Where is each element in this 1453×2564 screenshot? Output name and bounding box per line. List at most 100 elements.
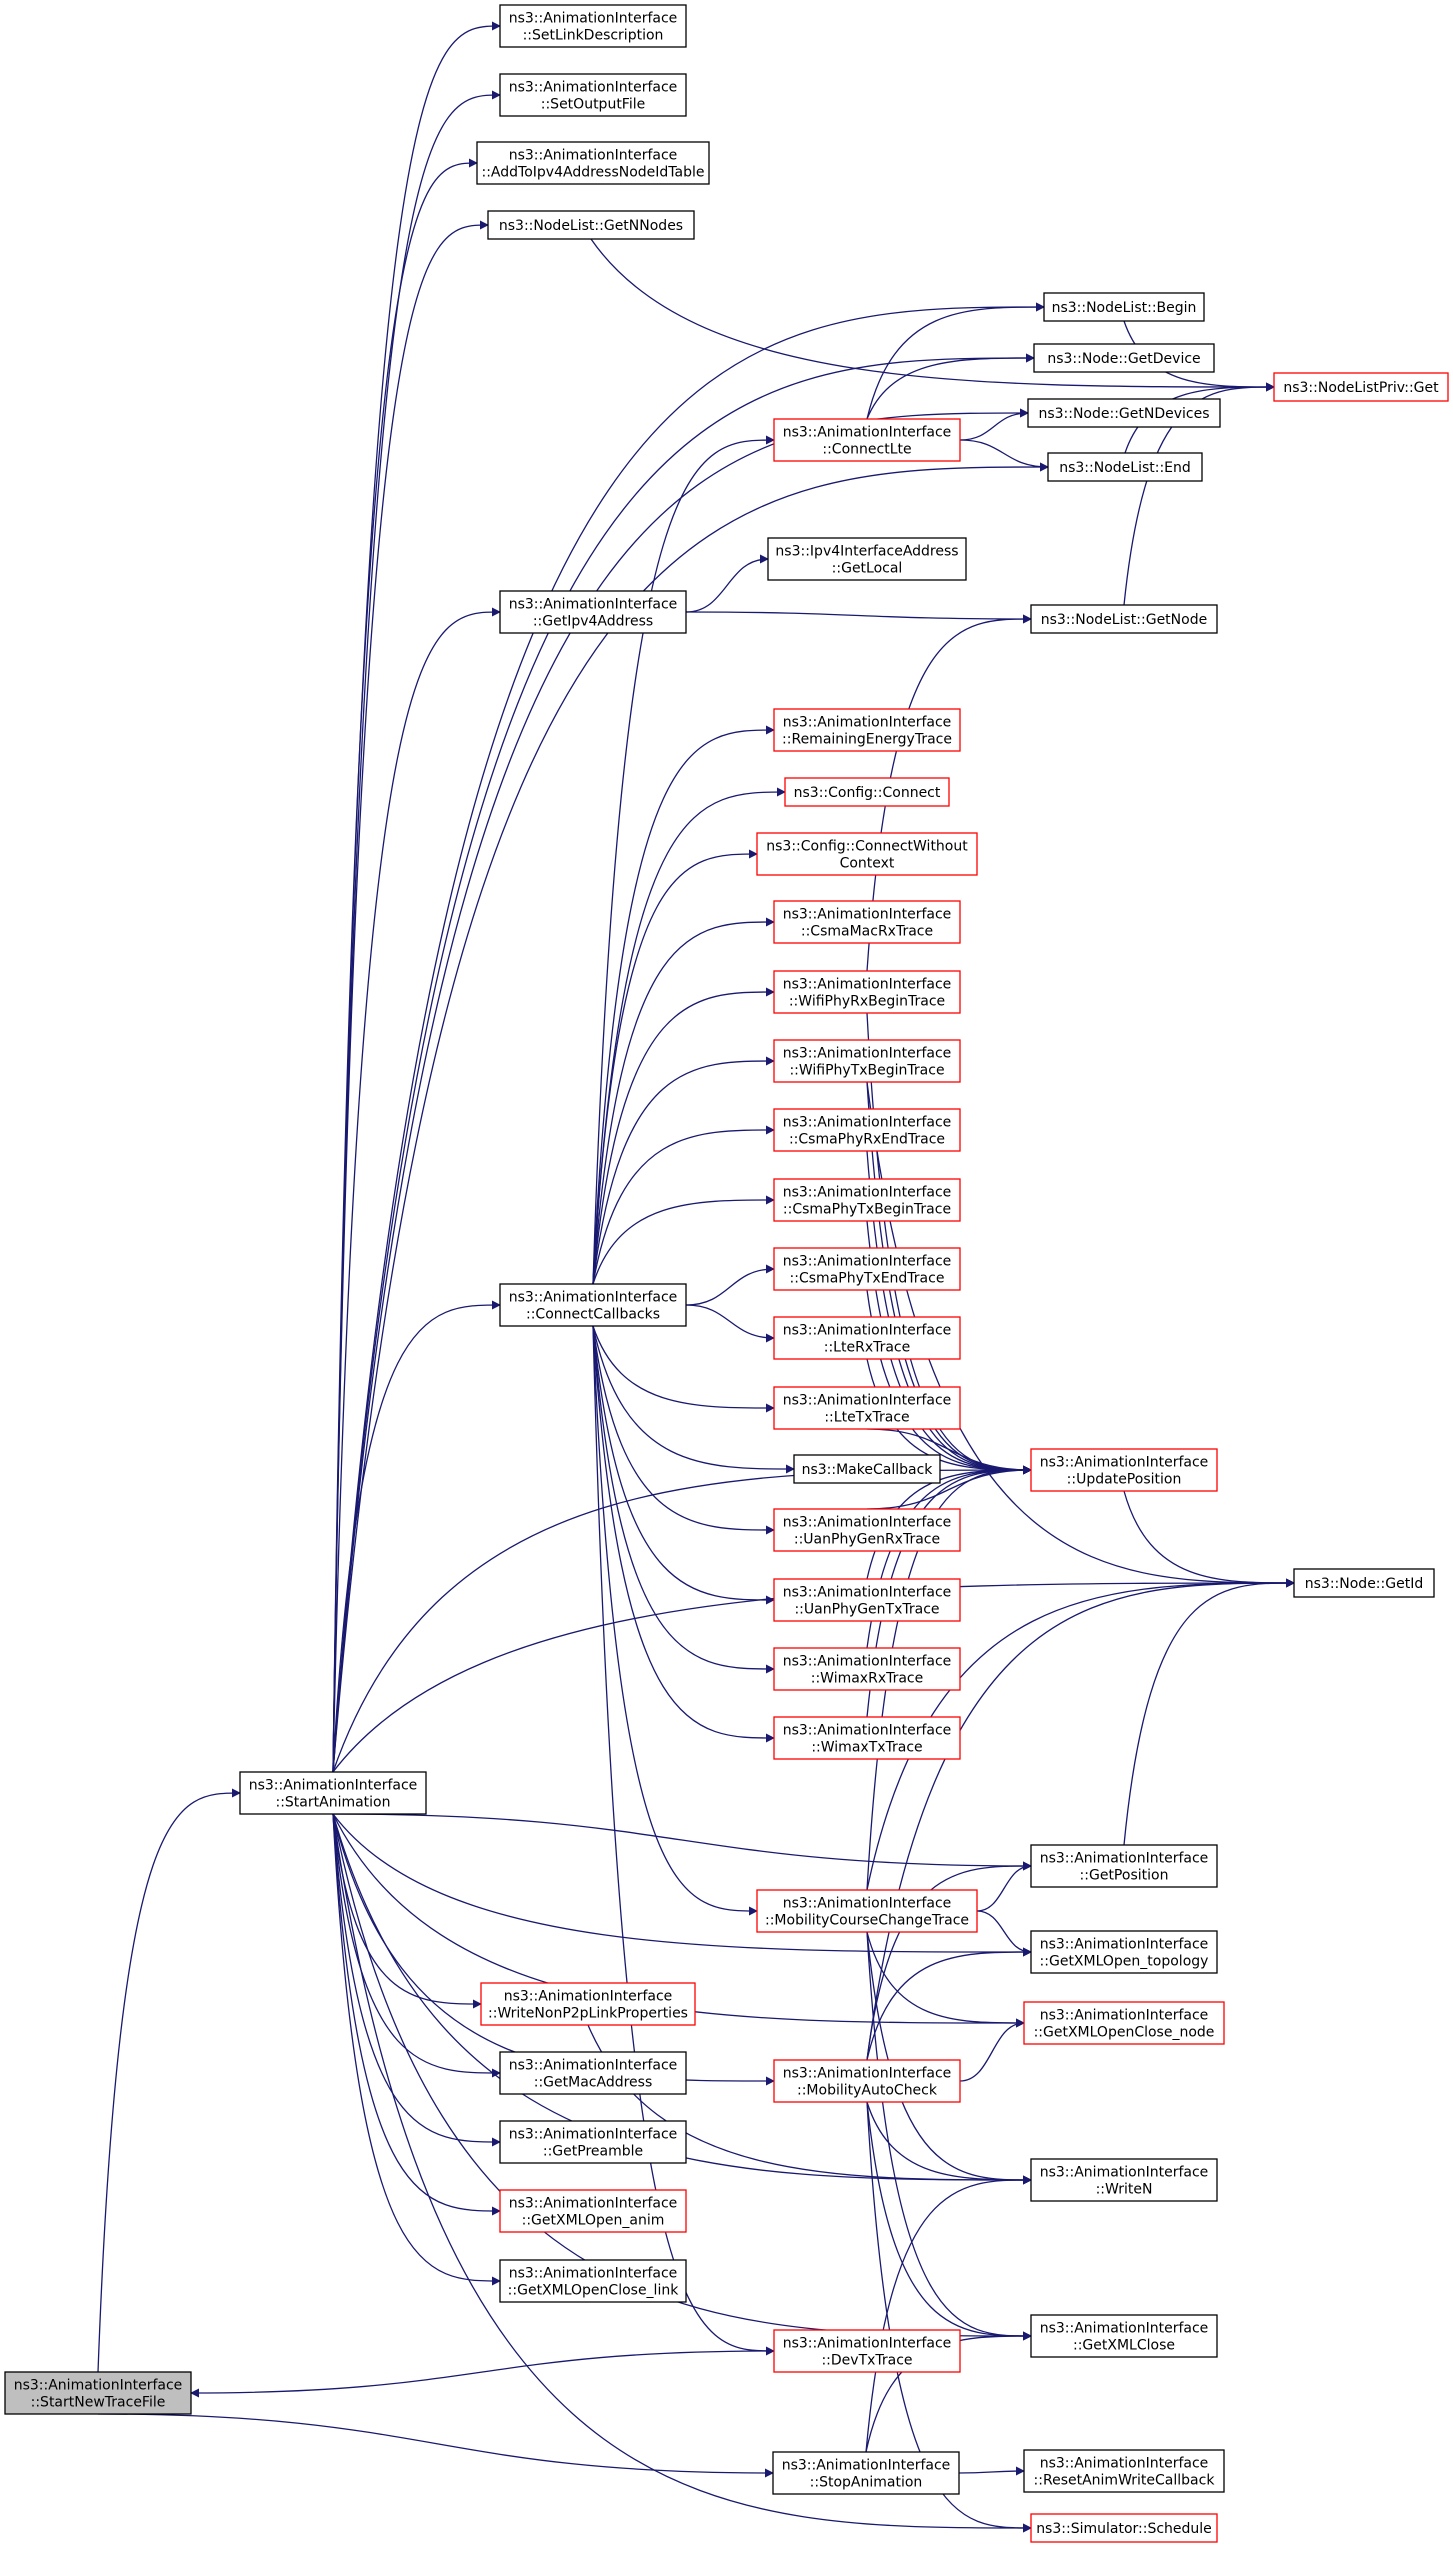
node-uan-phy-gen-tx-trace[interactable]: ns3::AnimationInterface::UanPhyGenTxTrac… [773, 1578, 961, 1622]
edge-get-nnodes-to-node-list-priv-get [590, 238, 1275, 392]
node-csma-phy-tx-end-trace[interactable]: ns3::AnimationInterface::CsmaPhyTxEndTra… [773, 1247, 961, 1291]
edge-start-animation-to-get-ndevices [332, 408, 1029, 1773]
edge-start-animation-to-add-to-ipv4-address-node-id-table [332, 158, 478, 1773]
node-box [773, 1316, 961, 1360]
node-csma-phy-tx-begin-trace[interactable]: ns3::AnimationInterface::CsmaPhyTxBeginT… [773, 1178, 961, 1222]
node-stop-animation[interactable]: ns3::AnimationInterface::StopAnimation [772, 2451, 960, 2495]
node-node-list-begin[interactable]: ns3::NodeList::Begin [1043, 292, 1205, 322]
node-csma-mac-rx-trace[interactable]: ns3::AnimationInterface::CsmaMacRxTrace [773, 900, 961, 944]
node-mobility-course-change-trace[interactable]: ns3::AnimationInterface::MobilityCourseC… [756, 1889, 978, 1933]
node-wifi-phy-rx-begin-trace[interactable]: ns3::AnimationInterface::WifiPhyRxBeginT… [773, 970, 961, 1014]
edge-start-animation-to-get-ipv4-address [332, 607, 501, 1773]
node-box [1273, 372, 1449, 402]
node-connect-callbacks[interactable]: ns3::AnimationInterface::ConnectCallback… [499, 1283, 687, 1327]
node-wimax-tx-trace[interactable]: ns3::AnimationInterface::WimaxTxTrace [773, 1716, 961, 1760]
node-box [499, 2051, 687, 2095]
node-get-xmlopen-close-node[interactable]: ns3::AnimationInterface::GetXMLOpenClose… [1023, 2001, 1225, 2045]
node-node-list-get-node[interactable]: ns3::NodeList::GetNode [1030, 604, 1218, 634]
node-get-mac-address[interactable]: ns3::AnimationInterface::GetMacAddress [499, 2051, 687, 2095]
edge-connect-callbacks-to-lte-tx-trace [592, 1325, 775, 1413]
node-label: ns3::AnimationInterface [509, 11, 678, 27]
node-get-position[interactable]: ns3::AnimationInterface::GetPosition [1030, 1844, 1218, 1888]
node-box [1030, 1844, 1218, 1888]
node-remaining-energy-trace[interactable]: ns3::AnimationInterface::RemainingEnergy… [773, 708, 961, 752]
node-label: ::GetIpv4Address [533, 614, 653, 630]
node-node-get-id[interactable]: ns3::Node::GetId [1293, 1568, 1435, 1598]
edge-connect-callbacks-to-make-callback [592, 1325, 795, 1474]
edge-mobility-course-change-trace-to-get-xmlopen-topology [976, 1910, 1032, 1957]
node-simulator-schedule[interactable]: ns3::Simulator::Schedule [1030, 2513, 1218, 2543]
node-set-output-file[interactable]: ns3::AnimationInterface::SetOutputFile [499, 73, 687, 117]
node-make-callback[interactable]: ns3::MakeCallback [793, 1454, 941, 1484]
node-write-non-p2p-link-properties[interactable]: ns3::AnimationInterface::WriteNonP2pLink… [480, 1982, 696, 2026]
node-dev-tx-trace[interactable]: ns3::AnimationInterface::DevTxTrace [773, 2329, 961, 2373]
node-label: Context [840, 856, 895, 872]
node-box [480, 1982, 696, 2026]
node-set-link-description[interactable]: ns3::AnimationInterface::SetLinkDescript… [499, 4, 687, 48]
edge-start-animation-to-get-device [332, 353, 1035, 1773]
node-box [773, 1247, 961, 1291]
node-reset-anim-write-callback[interactable]: ns3::AnimationInterface::ResetAnimWriteC… [1023, 2449, 1225, 2493]
node-get-xmlopen-close-link[interactable]: ns3::AnimationInterface::GetXMLOpenClose… [499, 2259, 687, 2303]
node-box [1043, 292, 1205, 322]
node-box [1027, 398, 1221, 428]
node-uan-phy-gen-rx-trace[interactable]: ns3::AnimationInterface::UanPhyGenRxTrac… [773, 1508, 961, 1552]
node-label: ::MobilityCourseChangeTrace [765, 1913, 969, 1929]
node-box [1030, 2314, 1218, 2358]
node-get-preamble[interactable]: ns3::AnimationInterface::GetPreamble [499, 2120, 687, 2164]
node-label: ::StartNewTraceFile [31, 2395, 166, 2411]
edge-connect-callbacks-to-config-connect [592, 787, 786, 1285]
node-box [476, 141, 710, 185]
node-lte-tx-trace[interactable]: ns3::AnimationInterface::LteTxTrace [773, 1386, 961, 1430]
node-wimax-rx-trace[interactable]: ns3::AnimationInterface::WimaxRxTrace [773, 1647, 961, 1691]
node-add-to-ipv4-address-node-id-table[interactable]: ns3::AnimationInterface::AddToIpv4Addres… [476, 141, 710, 185]
node-box [499, 2120, 687, 2164]
node-box [773, 708, 961, 752]
node-label: ::CsmaPhyTxEndTrace [790, 1271, 945, 1287]
node-label: ns3::Node::GetDevice [1047, 351, 1200, 367]
edge-lte-tx-trace-to-update-position [866, 1428, 1032, 1475]
node-label: ::WifiPhyRxBeginTrace [789, 994, 945, 1010]
node-start-new-trace-file[interactable]: ns3::AnimationInterface::StartNewTraceFi… [4, 2371, 192, 2415]
node-label: ns3::NodeList::GetNNodes [499, 218, 683, 234]
node-node-list-priv-get[interactable]: ns3::NodeListPriv::Get [1273, 372, 1449, 402]
node-box [499, 590, 687, 634]
edge-connect-callbacks-to-wimax-tx-trace [592, 1325, 775, 1743]
node-get-xmlopen-topology[interactable]: ns3::AnimationInterface::GetXMLOpen_topo… [1030, 1930, 1218, 1974]
node-box [1047, 452, 1203, 482]
edge-start-animation-to-get-position [332, 1813, 1032, 1871]
node-get-ndevices[interactable]: ns3::Node::GetNDevices [1027, 398, 1221, 428]
node-node-list-end[interactable]: ns3::NodeList::End [1047, 452, 1203, 482]
node-update-position[interactable]: ns3::AnimationInterface::UpdatePosition [1030, 1448, 1218, 1492]
edge-connect-callbacks-to-csma-mac-rx-trace [592, 917, 775, 1285]
node-label: ::ResetAnimWriteCallback [1034, 2473, 1216, 2489]
node-get-xmlclose[interactable]: ns3::AnimationInterface::GetXMLClose [1030, 2314, 1218, 2358]
edge-connect-callbacks-to-wimax-rx-trace [592, 1325, 775, 1674]
node-label: ns3::AnimationInterface [1040, 2008, 1209, 2024]
node-box [239, 1771, 427, 1815]
node-get-ipv4-address[interactable]: ns3::AnimationInterface::GetIpv4Address [499, 590, 687, 634]
node-label: ns3::AnimationInterface [1040, 1455, 1209, 1471]
node-get-xmlopen-anim[interactable]: ns3::AnimationInterface::GetXMLOpen_anim [499, 2189, 687, 2233]
edge-connect-callbacks-to-csma-phy-rx-end-trace [592, 1125, 775, 1285]
node-config-connect[interactable]: ns3::Config::Connect [784, 777, 950, 807]
node-write-n[interactable]: ns3::AnimationInterface::WriteN [1030, 2158, 1218, 2202]
node-label: ns3::AnimationInterface [249, 1778, 418, 1794]
node-get-local[interactable]: ns3::Ipv4InterfaceAddress::GetLocal [767, 537, 967, 581]
node-label: ns3::NodeList::End [1059, 460, 1191, 476]
node-get-device[interactable]: ns3::Node::GetDevice [1033, 343, 1215, 373]
node-wifi-phy-tx-begin-trace[interactable]: ns3::AnimationInterface::WifiPhyTxBeginT… [773, 1039, 961, 1083]
node-box [773, 1578, 961, 1622]
node-box [773, 1647, 961, 1691]
node-box [773, 1508, 961, 1552]
node-get-nnodes[interactable]: ns3::NodeList::GetNNodes [487, 210, 695, 240]
node-mobility-auto-check[interactable]: ns3::AnimationInterface::MobilityAutoChe… [773, 2059, 961, 2103]
node-lte-rx-trace[interactable]: ns3::AnimationInterface::LteRxTrace [773, 1316, 961, 1360]
node-connect-lte[interactable]: ns3::AnimationInterface::ConnectLte [773, 418, 961, 462]
node-start-animation[interactable]: ns3::AnimationInterface::StartAnimation [239, 1771, 427, 1815]
node-box [773, 1039, 961, 1083]
node-label: ::StopAnimation [810, 2475, 923, 2491]
node-csma-phy-rx-end-trace[interactable]: ns3::AnimationInterface::CsmaPhyRxEndTra… [773, 1108, 961, 1152]
